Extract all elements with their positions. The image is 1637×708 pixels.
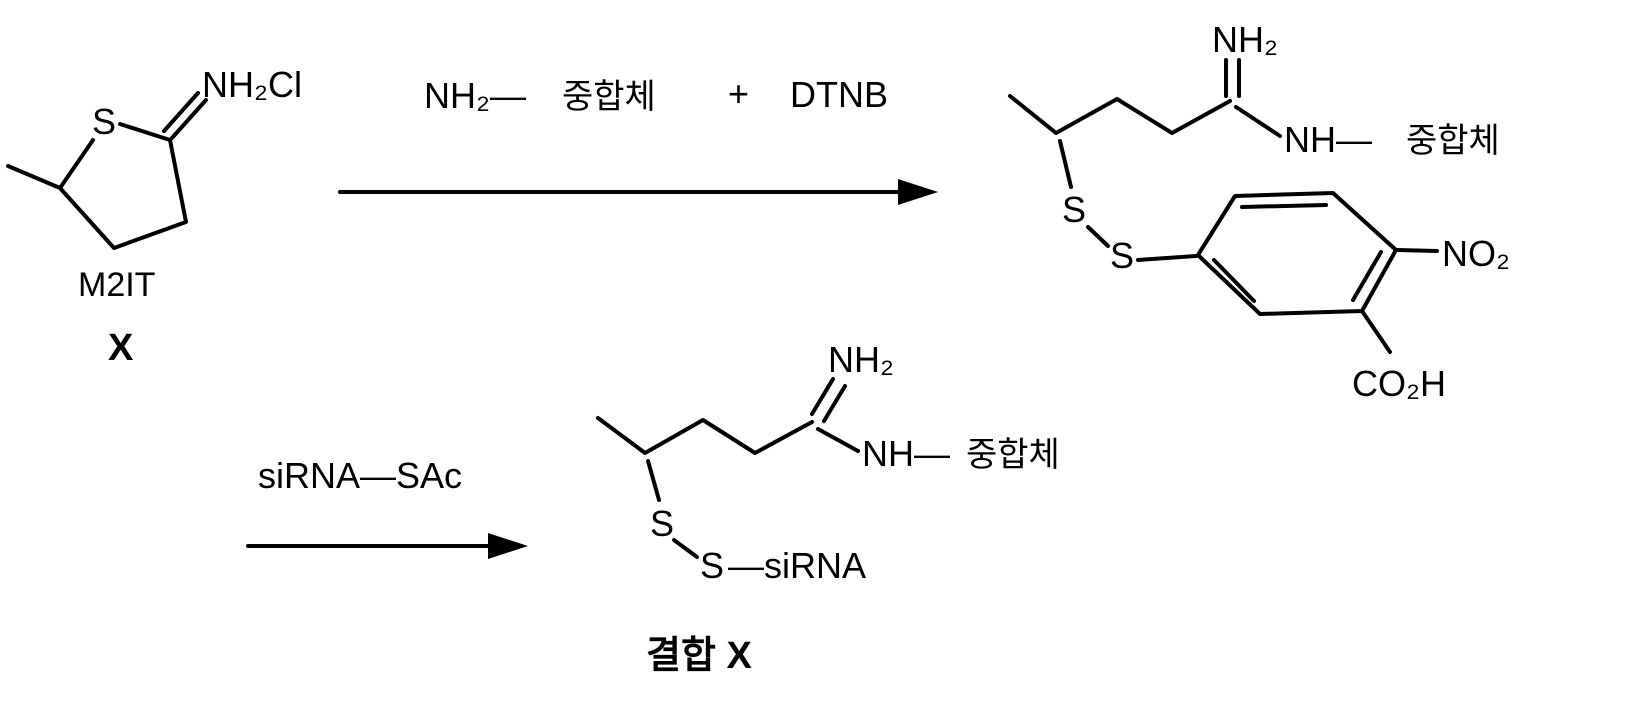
benzene-ring xyxy=(1196,191,1398,316)
reaction-step-2: siRNA—SAc xyxy=(246,455,528,559)
nitro-bond xyxy=(1394,248,1439,253)
thiolane-ring-bonds xyxy=(6,122,188,250)
product1-chain-bonds xyxy=(1008,94,1232,135)
product1-c-s-bond xyxy=(1058,139,1073,189)
product2-polymer-label: 중합체 xyxy=(966,436,1060,474)
product2-sirna-label: —siRNA xyxy=(728,545,866,586)
m2it-structure: S NH₂Cl M2IT X xyxy=(6,64,302,369)
carboxyl-group-label: CO₂H xyxy=(1352,363,1446,404)
product2-chain-bonds xyxy=(596,416,814,455)
product2-c-s-bond xyxy=(646,459,661,502)
product2-sulfur1-label: S xyxy=(650,503,674,544)
reaction-arrow-2-head xyxy=(488,533,528,559)
product1-nh-label: NH— xyxy=(1284,119,1372,160)
imine-double-bond xyxy=(162,91,208,140)
iminium-label: NH₂Cl xyxy=(202,64,302,105)
reagent-amine-label: NH₂— xyxy=(424,75,526,116)
product1-sulfur2-label: S xyxy=(1110,235,1134,276)
reagent-dtnb-label: DTNB xyxy=(790,74,888,115)
product2-amidine-double-bond xyxy=(810,377,847,423)
product-1-structure: NH₂ NH— 중합체 S S NO₂ CO₂H xyxy=(1008,19,1510,404)
product2-nh-bond xyxy=(816,427,860,453)
product2-sulfur2-label: S xyxy=(700,545,724,586)
product-2-structure: NH₂ NH— 중합체 S S —siRNA xyxy=(596,339,1060,586)
compound-name-label: M2IT xyxy=(78,266,155,304)
product1-nh-bond xyxy=(1234,105,1282,138)
benzene-double-bonds xyxy=(1212,203,1383,303)
compound-designation-label: X xyxy=(108,327,134,369)
product1-s-aryl-bond xyxy=(1136,254,1198,262)
product2-amidine-nh2-label: NH₂ xyxy=(828,339,894,380)
sirna-sac-label: siRNA—SAc xyxy=(258,455,462,496)
product2-s-s-bond xyxy=(672,538,699,559)
product1-amidine-double-bond xyxy=(1224,58,1241,98)
product1-s-s-bond xyxy=(1086,225,1110,248)
scheme-caption: 결합 X xyxy=(646,635,752,677)
reagent-polymer-label: 중합체 xyxy=(562,78,656,116)
nitro-group-label: NO₂ xyxy=(1442,233,1510,274)
product2-nh-label: NH— xyxy=(862,433,950,474)
carboxyl-bond xyxy=(1360,309,1392,354)
reaction-step-1: NH₂— 중합체 + DTNB xyxy=(338,73,938,205)
product1-polymer-label: 중합체 xyxy=(1406,122,1500,160)
product1-sulfur1-label: S xyxy=(1062,189,1086,230)
plus-sign: + xyxy=(728,73,749,114)
ring-sulfur-label: S xyxy=(92,101,116,142)
reaction-arrow-1-head xyxy=(898,179,938,205)
product1-amidine-nh2-label: NH₂ xyxy=(1212,19,1278,60)
